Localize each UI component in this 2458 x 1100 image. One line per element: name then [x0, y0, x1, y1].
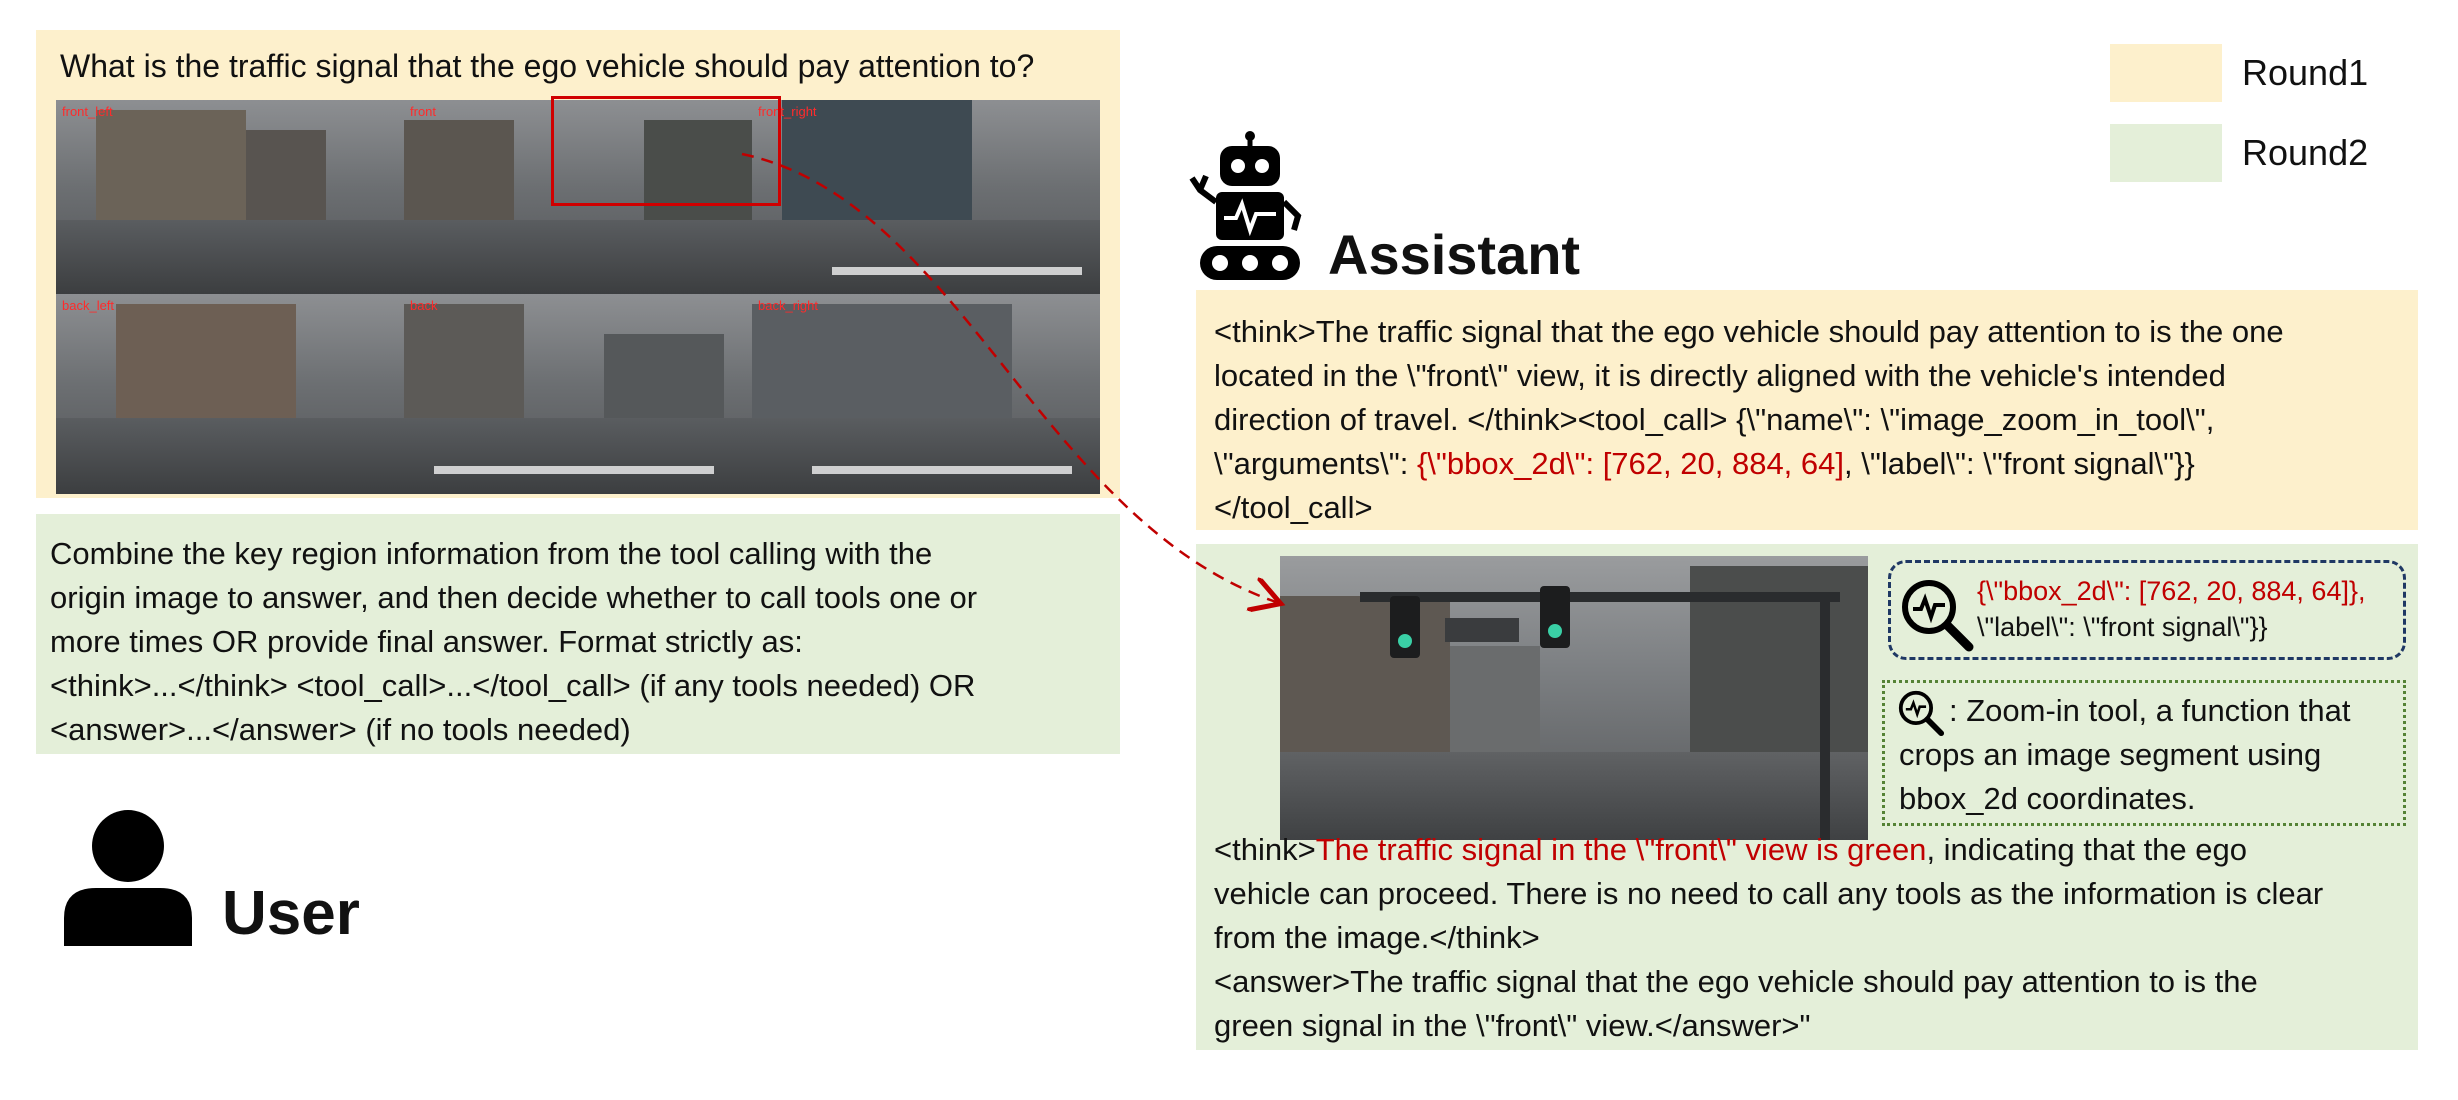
user-label: User — [222, 879, 360, 948]
assistant-round2-line: vehicle can proceed. There is no need to… — [1214, 876, 2324, 911]
camera-front-left: front_left — [56, 100, 404, 294]
instruction-line: origin image to answer, and then decide … — [50, 580, 978, 615]
legend-swatch-round2 — [2110, 124, 2222, 182]
instruction-line: more times OR provide final answer. Form… — [50, 624, 803, 659]
assistant-round2-panel: {\"bbox_2d\": [762, 20, 884, 64]}, \"lab… — [1196, 544, 2418, 1050]
multi-camera-image: front_left front front_right back_left b… — [56, 96, 1100, 494]
camera-back: back — [404, 294, 752, 494]
camera-front: front — [404, 100, 752, 294]
zoom-tool-icon — [1902, 580, 1974, 652]
robot-icon — [1189, 131, 1302, 280]
camera-label: front — [410, 104, 437, 119]
green-signal-highlight: The traffic signal in the \"front\" view… — [1315, 832, 1927, 867]
arguments-text: \"arguments\": — [1214, 446, 1417, 481]
tool-description-line: crops an image segment using — [1899, 737, 2322, 772]
assistant-round2-line: <think>The traffic signal in the \"front… — [1214, 828, 2247, 872]
instruction-line: <answer>...</answer> (if no tools needed… — [50, 712, 631, 747]
legend-swatch-round1 — [2110, 44, 2222, 102]
camera-back-right: back_right — [752, 294, 1100, 494]
tool-call-box: {\"bbox_2d\": [762, 20, 884, 64]}, \"lab… — [1888, 560, 2406, 660]
zoom-tool-icon — [1898, 690, 1945, 737]
camera-label: back_left — [62, 298, 115, 313]
camera-label: back_right — [758, 298, 818, 313]
instruction-line: <think>...</think> <tool_call>...</tool_… — [50, 668, 976, 703]
assistant-label: Assistant — [1328, 223, 1581, 286]
tool-call-label: \"label\": \"front signal\"}} — [1977, 612, 2268, 642]
user-icon — [64, 810, 192, 946]
tool-description-line: bbox_2d coordinates. — [1899, 781, 2196, 816]
assistant-round1-line: </tool_call> — [1214, 490, 1373, 525]
label-text: , \"label\": \"front signal\"}} — [1844, 446, 2195, 481]
user-question: What is the traffic signal that the ego … — [60, 48, 1035, 84]
legend-label-round1: Round1 — [2242, 52, 2369, 93]
camera-label: back — [410, 298, 438, 313]
highlight-box — [551, 96, 781, 206]
assistant-round2-line: green signal in the \"front\" view.</ans… — [1214, 1008, 1811, 1043]
camera-back-left: back_left — [56, 294, 404, 494]
assistant-round1-line: located in the \"front\" view, it is dir… — [1214, 358, 2226, 393]
assistant-round2-line: <answer>The traffic signal that the ego … — [1214, 964, 2258, 999]
tool-description-box: : Zoom-in tool, a function that crops an… — [1882, 680, 2406, 826]
think-tag: <think> — [1214, 832, 1316, 867]
camera-front-right: front_right — [752, 100, 1100, 294]
tool-description-line: : Zoom-in tool, a function that — [1949, 693, 2351, 728]
zoomed-image — [1280, 556, 1868, 840]
assistant-round1-panel: <think>The traffic signal that the ego v… — [1196, 290, 2418, 530]
reasoning-text: , indicating that the ego — [1926, 832, 2248, 867]
tool-call-bbox: {\"bbox_2d\": [762, 20, 884, 64]}, — [1977, 576, 2366, 606]
camera-label: front_left — [62, 104, 113, 119]
user-instruction-panel: Combine the key region information from … — [36, 514, 1120, 754]
camera-label: front_right — [758, 104, 817, 119]
assistant-round1-line: direction of travel. </think><tool_call>… — [1214, 402, 2215, 437]
bbox-highlight: {\"bbox_2d\": [762, 20, 884, 64] — [1416, 446, 1845, 481]
assistant-round1-line: \"arguments\": {\"bbox_2d\": [762, 20, 8… — [1214, 442, 2195, 486]
user-question-panel: What is the traffic signal that the ego … — [36, 30, 1120, 498]
assistant-round1-line: <think>The traffic signal that the ego v… — [1214, 314, 2284, 349]
legend-label-round2: Round2 — [2242, 132, 2369, 173]
assistant-round2-line: from the image.</think> — [1214, 920, 1540, 955]
instruction-line: Combine the key region information from … — [50, 536, 933, 571]
